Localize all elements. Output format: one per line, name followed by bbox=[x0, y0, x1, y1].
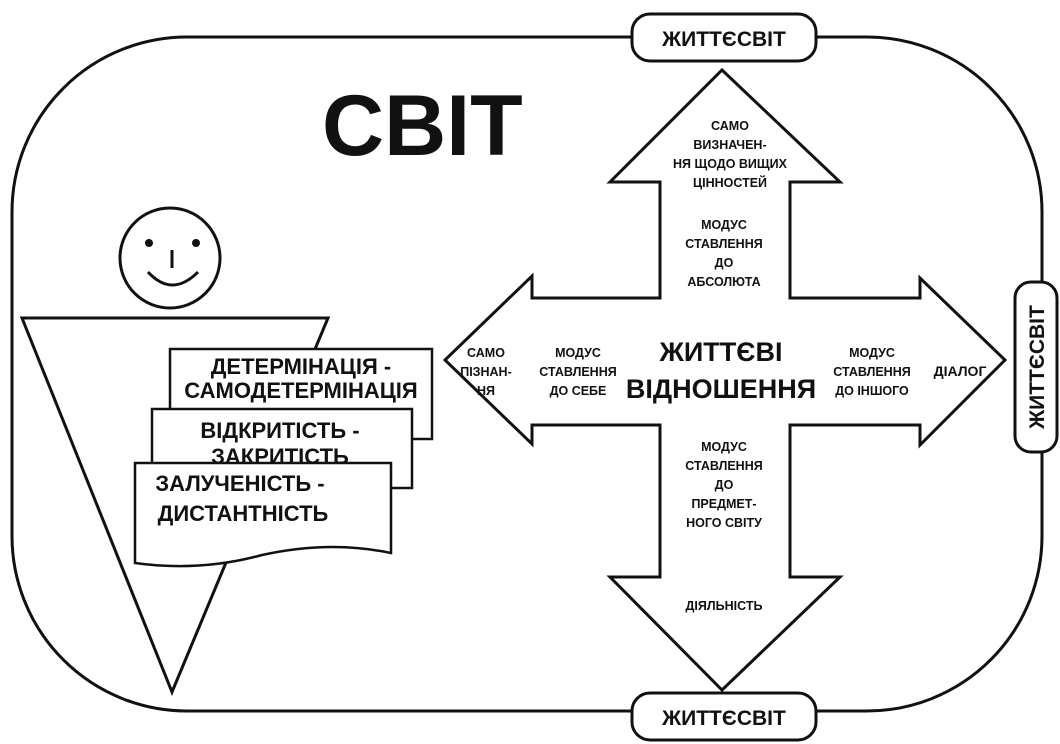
lifeworld-tag-top: ЖИТТЄСВІТ bbox=[630, 12, 818, 63]
left-eye-icon bbox=[145, 239, 153, 247]
down-arrow-mode: МОДУС СТАВЛЕННЯ ДО ПРЕДМЕТ- НОГО СВІТУ bbox=[685, 440, 762, 530]
center-label: ЖИТТЄВІ ВІДНОШЕННЯ bbox=[626, 337, 816, 404]
svg-text:САМО: САМО bbox=[711, 119, 749, 133]
card-involvement: ЗАЛУЧЕНІСТЬ - ДИСТАНТНІСТЬ bbox=[133, 461, 393, 568]
up-arrow-mode: МОДУС СТАВЛЕННЯ ДО АБСОЛЮТА bbox=[685, 218, 762, 289]
smile-icon bbox=[146, 270, 200, 287]
svg-text:ЖИТТЄСВІТ: ЖИТТЄСВІТ bbox=[1026, 305, 1049, 430]
svg-text:ЖИТТЄСВІТ: ЖИТТЄСВІТ bbox=[661, 28, 786, 51]
svg-text:ЖИТТЄВІ: ЖИТТЄВІ bbox=[658, 337, 782, 367]
svg-text:АБСОЛЮТА: АБСОЛЮТА bbox=[687, 275, 760, 289]
svg-text:НЯ: НЯ bbox=[477, 384, 495, 398]
lifeworld-tag-right: ЖИТТЄСВІТ bbox=[1013, 280, 1059, 454]
four-way-arrow bbox=[442, 67, 1008, 693]
svg-text:МОДУС: МОДУС bbox=[701, 218, 747, 232]
svg-text:НЯ ЩОДО ВИЩИХ: НЯ ЩОДО ВИЩИХ bbox=[673, 157, 788, 171]
svg-text:СТАВЛЕННЯ: СТАВЛЕННЯ bbox=[539, 365, 616, 379]
svg-text:ЖИТТЄСВІТ: ЖИТТЄСВІТ bbox=[661, 707, 786, 730]
svg-text:ВІДНОШЕННЯ: ВІДНОШЕННЯ bbox=[626, 374, 816, 404]
lifeworld-tag-bottom: ЖИТТЄСВІТ bbox=[630, 691, 818, 742]
svg-text:ДЕТЕРМІНАЦІЯ -: ДЕТЕРМІНАЦІЯ - bbox=[211, 354, 392, 379]
svg-text:ДО ІНШОГО: ДО ІНШОГО bbox=[835, 384, 909, 398]
right-arrow-mode: МОДУС СТАВЛЕННЯ ДО ІНШОГО bbox=[833, 346, 910, 398]
svg-text:СТАВЛЕННЯ: СТАВЛЕННЯ bbox=[685, 237, 762, 251]
svg-text:СТАВЛЕННЯ: СТАВЛЕННЯ bbox=[833, 365, 910, 379]
svg-text:ПІЗНАН-: ПІЗНАН- bbox=[460, 365, 512, 379]
svg-text:МОДУС: МОДУС bbox=[555, 346, 601, 360]
svg-text:МОДУС: МОДУС bbox=[849, 346, 895, 360]
svg-text:ДО: ДО bbox=[715, 256, 734, 270]
svg-text:СТАВЛЕННЯ: СТАВЛЕННЯ bbox=[685, 459, 762, 473]
right-eye-icon bbox=[192, 239, 200, 247]
svg-text:ДІАЛОГ: ДІАЛОГ bbox=[934, 363, 987, 379]
svg-text:САМО: САМО bbox=[467, 346, 505, 360]
svg-text:ДО: ДО bbox=[715, 478, 734, 492]
left-arrow-mode: МОДУС СТАВЛЕННЯ ДО СЕБЕ bbox=[539, 346, 616, 398]
svg-text:НОГО СВІТУ: НОГО СВІТУ bbox=[686, 516, 762, 530]
svg-text:ВІДКРИТІСТЬ -: ВІДКРИТІСТЬ - bbox=[200, 418, 359, 443]
svg-text:САМОДЕТЕРМІНАЦІЯ: САМОДЕТЕРМІНАЦІЯ bbox=[184, 378, 417, 403]
svg-text:ДО СЕБЕ: ДО СЕБЕ bbox=[550, 384, 607, 398]
svg-text:ЗАЛУЧЕНІСТЬ -: ЗАЛУЧЕНІСТЬ - bbox=[155, 471, 324, 496]
up-arrow-goal: САМО ВИЗНАЧЕН- НЯ ЩОДО ВИЩИХ ЦІННОСТЕЙ bbox=[673, 119, 788, 190]
left-arrow-goal: САМО ПІЗНАН- НЯ bbox=[460, 346, 512, 398]
svg-text:ВИЗНАЧЕН-: ВИЗНАЧЕН- bbox=[693, 138, 766, 152]
svg-text:ПРЕДМЕТ-: ПРЕДМЕТ- bbox=[691, 497, 756, 511]
svg-text:ДІЯЛЬНІСТЬ: ДІЯЛЬНІСТЬ bbox=[686, 599, 763, 613]
person-head bbox=[118, 206, 222, 310]
right-arrow-goal: ДІАЛОГ bbox=[934, 363, 987, 379]
svg-text:ЦІННОСТЕЙ: ЦІННОСТЕЙ bbox=[693, 175, 767, 190]
down-arrow-goal: ДІЯЛЬНІСТЬ bbox=[686, 599, 763, 613]
svg-text:МОДУС: МОДУС bbox=[701, 440, 747, 454]
svg-text:ДИСТАНТНІСТЬ: ДИСТАНТНІСТЬ bbox=[158, 501, 329, 526]
world-title: СВІТ bbox=[322, 78, 523, 174]
